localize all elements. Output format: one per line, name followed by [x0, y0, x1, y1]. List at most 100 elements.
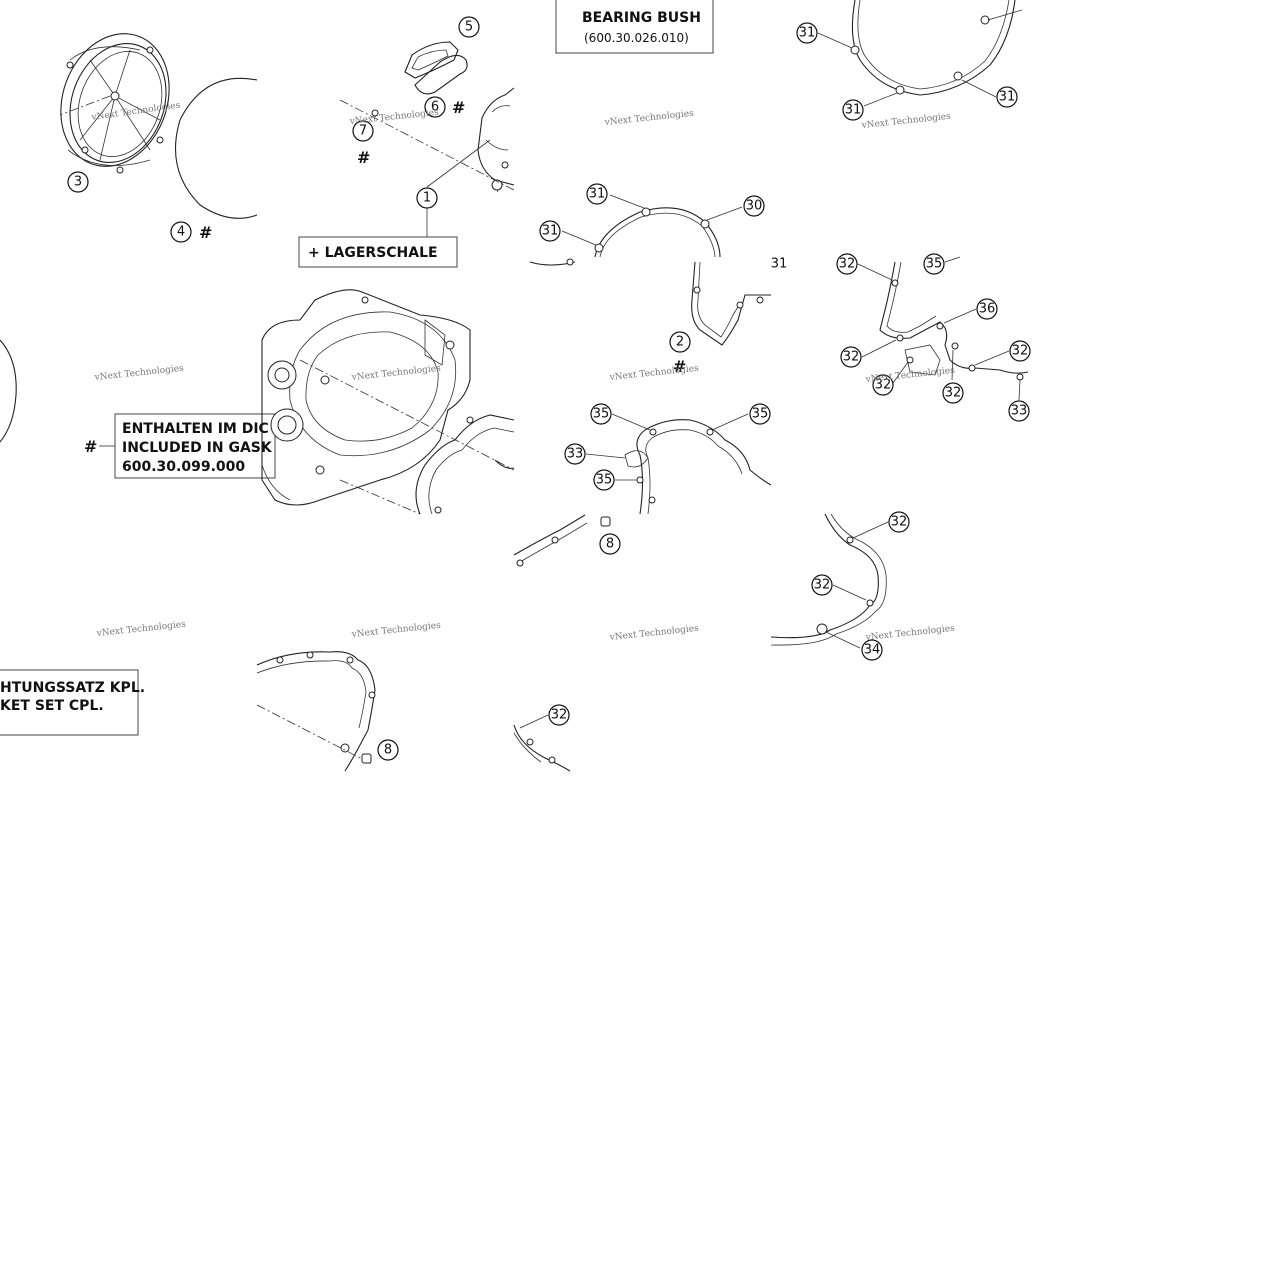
svg-text:34: 34	[864, 643, 881, 658]
callout-35: 35	[749, 403, 771, 425]
svg-text:32: 32	[1012, 344, 1029, 359]
svg-text:8: 8	[384, 743, 392, 758]
engine-cover-drawing	[261, 289, 471, 506]
dowel-pin-8	[600, 516, 611, 527]
callout-32: 32	[836, 253, 858, 275]
callout-35: 35	[593, 469, 615, 491]
callout-32: 32	[942, 382, 964, 404]
enthalten-code: 600.30.099.000	[122, 459, 245, 475]
gasket-set-box	[0, 669, 139, 736]
callout-31: 31	[586, 183, 608, 205]
svg-text:8: 8	[606, 537, 614, 552]
callout-8: 8	[377, 739, 399, 761]
hash-marker: #	[199, 223, 212, 242]
svg-text:32: 32	[875, 378, 892, 393]
callout-36: 36	[976, 298, 998, 320]
callout-6: 6	[424, 96, 446, 118]
callout-2: 2	[669, 331, 691, 353]
pump-housing-1	[477, 87, 515, 193]
svg-text:35: 35	[593, 407, 610, 422]
clutch-gasket-ring	[851, 0, 1016, 96]
cylinder-gasket	[636, 419, 772, 515]
gasket-2	[691, 261, 771, 346]
svg-text:31: 31	[589, 187, 606, 202]
gasket-6	[414, 54, 468, 95]
svg-text:32: 32	[843, 350, 860, 365]
callout-31: 31	[539, 220, 561, 242]
svg-text:35: 35	[926, 257, 943, 272]
svg-text:32: 32	[891, 515, 908, 530]
callout-32: 32	[840, 346, 862, 368]
callout-4: 4	[170, 221, 192, 243]
watermark: vNext Technologies	[90, 101, 181, 124]
svg-text:1: 1	[423, 191, 431, 206]
enthalten-line2: INCLUDED IN GASK	[122, 440, 273, 456]
bearing-bush-label: BEARING BUSH	[582, 10, 701, 26]
svg-text:3: 3	[74, 175, 82, 190]
dowel-pin-8	[361, 753, 372, 764]
watermark: vNext Technologies	[864, 624, 955, 643]
gasket-set-line2: KET SET CPL.	[0, 698, 104, 714]
bearing-bush-box	[555, 0, 714, 54]
callout-7: 7	[352, 120, 374, 142]
callout-3: 3	[67, 171, 89, 193]
callout-32: 32	[1009, 340, 1031, 362]
svg-text:36: 36	[979, 302, 996, 317]
watermark: vNext Technologies	[348, 108, 439, 127]
hash-marker: #	[673, 357, 686, 376]
gasket-outline-right	[415, 414, 515, 515]
svg-text:31: 31	[845, 103, 862, 118]
hash-marker: #	[84, 437, 97, 456]
callout-31: 31	[796, 22, 818, 44]
callout-31: 31	[842, 99, 864, 121]
svg-text:30: 30	[746, 199, 763, 214]
callout-31-partial: 31	[771, 257, 788, 272]
watermark: vNext Technologies	[860, 112, 951, 131]
hash-marker: #	[452, 98, 465, 117]
svg-text:32: 32	[945, 386, 962, 401]
callout-30: 30	[743, 195, 765, 217]
watermark: vNext Technologies	[864, 366, 955, 385]
callout-1: 1	[416, 187, 438, 209]
svg-text:35: 35	[596, 473, 613, 488]
svg-text:32: 32	[814, 578, 831, 593]
callout-33: 33	[564, 443, 586, 465]
svg-text:31: 31	[542, 224, 559, 239]
enthalten-box	[114, 413, 276, 479]
watermark: vNext Technologies	[603, 109, 694, 128]
svg-text:4: 4	[177, 225, 185, 240]
bearing-bush-code: (600.30.026.010)	[584, 31, 689, 45]
svg-text:32: 32	[551, 708, 568, 723]
watermark: vNext Technologies	[608, 624, 699, 643]
callout-35: 35	[923, 253, 945, 275]
callout-32: 32	[811, 574, 833, 596]
callout-32: 32	[872, 374, 894, 396]
watermark: vNext Technologies	[93, 364, 184, 383]
ignition-cover-drawing	[59, 33, 170, 174]
svg-text:35: 35	[752, 407, 769, 422]
svg-text:6: 6	[431, 100, 439, 115]
callout-32: 32	[888, 511, 910, 533]
watermark: vNext Technologies	[608, 364, 699, 383]
gasket-small-set	[879, 261, 1029, 374]
watermark: vNext Technologies	[350, 364, 441, 383]
callout-31: 31	[996, 86, 1018, 108]
callout-5: 5	[458, 16, 480, 38]
callout-8: 8	[599, 533, 621, 555]
gasket-34	[770, 513, 879, 639]
watermark: vNext Technologies	[95, 620, 186, 639]
svg-text:2: 2	[676, 335, 684, 350]
watermark: vNext Technologies	[350, 621, 441, 640]
svg-text:31: 31	[999, 90, 1016, 105]
svg-text:33: 33	[567, 447, 584, 462]
pump-cover-5	[404, 41, 459, 79]
svg-text:33: 33	[1011, 404, 1028, 419]
o-ring-4	[174, 77, 258, 219]
svg-text:32: 32	[839, 257, 856, 272]
gasket-set-line1: HTUNGSSATZ KPL.	[0, 680, 145, 696]
callout-35: 35	[590, 403, 612, 425]
svg-text:7: 7	[359, 124, 367, 139]
callout-32: 32	[548, 704, 570, 726]
lagerschale-box	[298, 236, 458, 268]
